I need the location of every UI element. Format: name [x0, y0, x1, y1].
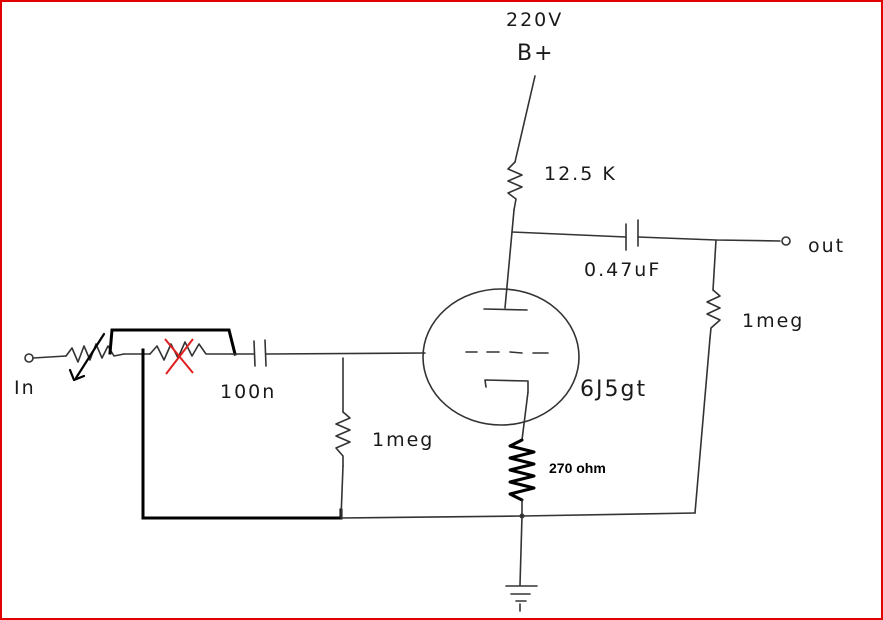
- wire-plate-node: [511, 209, 627, 238]
- wire-output-resistor-bottom: [694, 337, 711, 514]
- grid-resistor: [335, 411, 351, 467]
- input-label: In: [14, 377, 36, 399]
- output-resistor: [706, 289, 721, 339]
- plate-resistor-label: 12.5 K: [544, 163, 617, 185]
- output-label: out: [808, 235, 845, 257]
- ground-icon: [505, 585, 538, 612]
- series-resistor-removed: [149, 341, 233, 361]
- cathode-resistor-label: 270 ohm: [549, 460, 606, 476]
- wire-plate-to-tube: [504, 231, 513, 309]
- input-capacitor: [253, 339, 267, 367]
- output-resistor-label: 1meg: [742, 310, 804, 332]
- wire-input: [32, 355, 67, 359]
- input-terminal: [24, 353, 34, 363]
- bypass-wire-top: [108, 328, 237, 356]
- input-capacitor-label: 100n: [220, 381, 276, 403]
- wire-bplus-to-resistor: [514, 75, 536, 163]
- wire-cathode-down: [521, 391, 529, 441]
- potentiometer-icon: [65, 332, 125, 382]
- wire-cap-to-grid: [265, 352, 426, 355]
- wire-cap-to-out: [637, 236, 781, 242]
- supply-voltage-label: 220V: [506, 9, 563, 31]
- bypass-wire-ground: [141, 348, 343, 520]
- wire-output-resistor-top: [712, 239, 717, 291]
- cathode-resistor: [508, 438, 536, 502]
- plate-resistor: [507, 161, 523, 211]
- cross-mark-icon: [164, 338, 194, 375]
- tube-label: 6J5gt: [580, 377, 647, 402]
- wire-rail-to-ground: [519, 515, 523, 586]
- output-terminal: [781, 236, 791, 246]
- grid-resistor-label: 1meg: [372, 429, 434, 451]
- output-capacitor-label: 0.47uF: [584, 259, 661, 281]
- output-capacitor: [625, 219, 639, 251]
- supply-name-label: B+: [517, 41, 555, 66]
- triode-tube-icon: [422, 288, 580, 426]
- ground-rail: [340, 512, 696, 519]
- wire-grid-resistor-bottom: [340, 465, 344, 519]
